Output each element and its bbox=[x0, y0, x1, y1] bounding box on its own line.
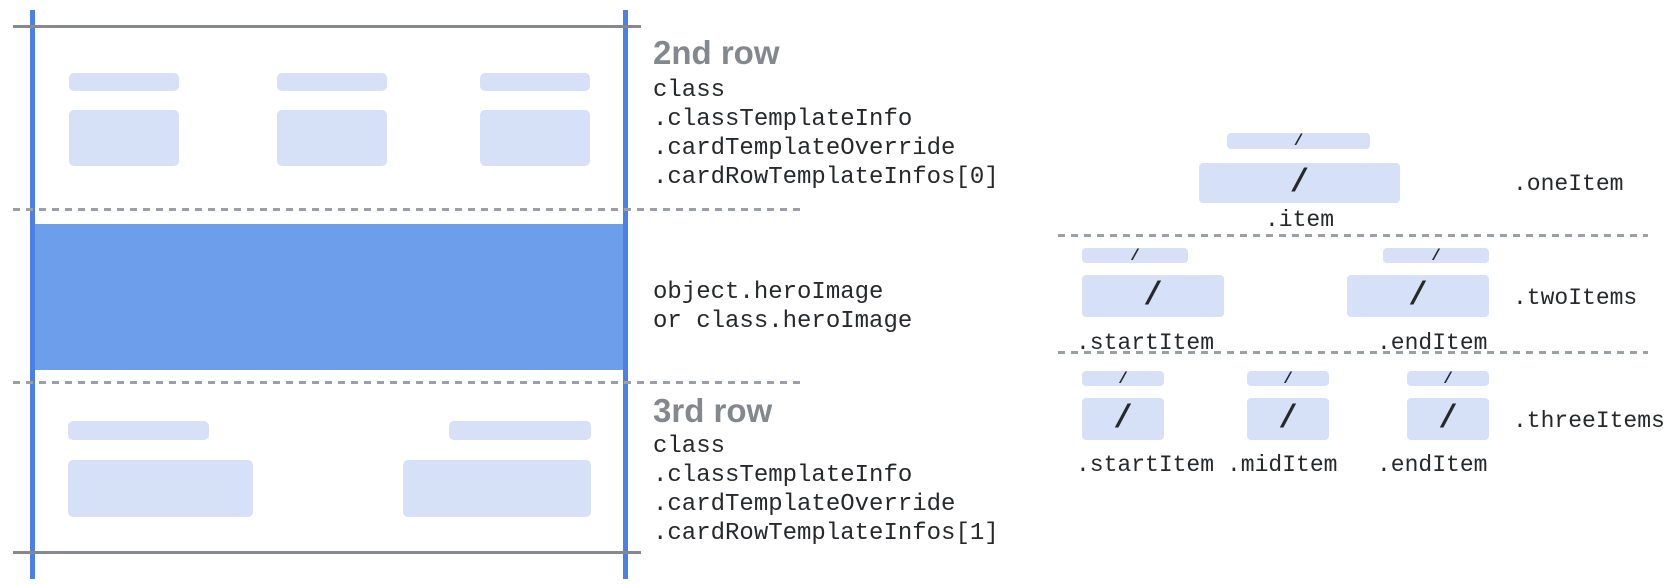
three-items-end-label: .endItem bbox=[1377, 452, 1488, 478]
three-items-mid-label: .midItem bbox=[1227, 452, 1338, 478]
one-item-value-bar: / bbox=[1199, 163, 1400, 203]
row2-path-line2: .classTemplateInfo bbox=[653, 106, 913, 133]
three-items-start-label: .startItem bbox=[1076, 452, 1215, 478]
row2-hero-divider-dashed-line bbox=[13, 208, 800, 211]
hero-row3-divider-dashed-line bbox=[13, 381, 800, 384]
row3-col2-value-placeholder bbox=[403, 460, 591, 517]
row3-path-line2: .classTemplateInfo bbox=[653, 462, 913, 489]
row2-col1-label-placeholder bbox=[69, 73, 179, 91]
one-two-divider-dashed-line bbox=[1058, 234, 1648, 237]
row2-col3-value-placeholder bbox=[480, 110, 590, 166]
slash-placeholder-icon: / bbox=[1293, 132, 1304, 150]
hero-annotation-line1: object.heroImage bbox=[653, 279, 884, 306]
row2-col1-value-placeholder bbox=[69, 110, 179, 166]
card-left-edge-guide bbox=[30, 10, 35, 579]
slash-placeholder-icon: / bbox=[1408, 277, 1428, 314]
slash-placeholder-icon: / bbox=[1438, 400, 1458, 437]
one-item-item-label: .item bbox=[1264, 207, 1334, 233]
slash-placeholder-icon: / bbox=[1130, 246, 1140, 265]
three-items-mid-label-bar: / bbox=[1247, 369, 1329, 388]
row2-heading: 2nd row bbox=[653, 34, 780, 71]
row3-path-line4: .cardRowTemplateInfos[1] bbox=[653, 520, 999, 547]
row2-path-line3: .cardTemplateOverride bbox=[653, 135, 956, 162]
slash-placeholder-icon: / bbox=[1443, 369, 1453, 388]
row3-path-line3: .cardTemplateOverride bbox=[653, 491, 956, 518]
slash-placeholder-icon: / bbox=[1289, 164, 1310, 201]
three-items-start-label-bar: / bbox=[1082, 369, 1164, 388]
three-items-start-value-bar: / bbox=[1082, 398, 1164, 440]
card-bottom-boundary-line bbox=[13, 551, 641, 554]
row2-path-line4: .cardRowTemplateInfos[0] bbox=[653, 164, 999, 191]
hero-image-annotation: object.heroImage or class.heroImage bbox=[653, 278, 912, 336]
three-items-end-label-bar: / bbox=[1407, 369, 1489, 388]
one-item-label-bar: / bbox=[1227, 133, 1370, 149]
row2-col2-value-placeholder bbox=[277, 110, 387, 166]
row3-heading: 3rd row bbox=[653, 392, 773, 429]
card-top-boundary-line bbox=[13, 25, 641, 28]
slash-placeholder-icon: / bbox=[1283, 369, 1293, 388]
row3-path-line1: class bbox=[653, 433, 726, 460]
two-items-end-label-bar: / bbox=[1383, 246, 1489, 265]
one-item-layout-label: .oneItem bbox=[1513, 171, 1624, 197]
row2-path-line1: class bbox=[653, 77, 726, 104]
row3-col1-value-placeholder bbox=[68, 460, 253, 517]
two-three-divider-dashed-line bbox=[1058, 351, 1648, 354]
row3-class-path: class .classTemplateInfo .cardTemplateOv… bbox=[653, 432, 999, 548]
two-items-layout-label: .twoItems bbox=[1513, 285, 1638, 311]
slash-placeholder-icon: / bbox=[1143, 277, 1163, 314]
hero-image-band bbox=[35, 224, 623, 370]
three-items-mid-value-bar: / bbox=[1247, 398, 1329, 440]
row2-col2-label-placeholder bbox=[277, 73, 387, 91]
row3-col1-label-placeholder bbox=[68, 421, 209, 440]
three-items-layout-label: .threeItems bbox=[1513, 408, 1665, 434]
row3-col2-label-placeholder bbox=[449, 421, 591, 440]
row2-class-path: class .classTemplateInfo .cardTemplateOv… bbox=[653, 76, 999, 192]
slash-placeholder-icon: / bbox=[1431, 246, 1441, 265]
slash-placeholder-icon: / bbox=[1118, 369, 1128, 388]
row2-col3-label-placeholder bbox=[480, 73, 590, 91]
slash-placeholder-icon: / bbox=[1113, 400, 1133, 437]
card-right-edge-guide bbox=[623, 10, 628, 579]
slash-placeholder-icon: / bbox=[1278, 400, 1298, 437]
two-items-start-label-bar: / bbox=[1082, 246, 1188, 265]
hero-annotation-line2: or class.heroImage bbox=[653, 308, 913, 335]
three-items-end-value-bar: / bbox=[1407, 398, 1489, 440]
two-items-start-value-bar: / bbox=[1082, 275, 1224, 317]
two-items-end-value-bar: / bbox=[1347, 275, 1489, 317]
